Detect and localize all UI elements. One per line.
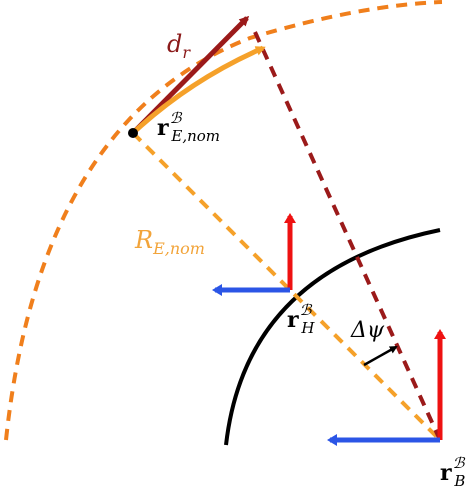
inner-body-arc <box>224 228 441 446</box>
outer-orbit-arc <box>4 0 443 441</box>
r-e-nom-point <box>128 128 138 138</box>
radius-line <box>131 131 442 442</box>
delta-psi-pointer <box>363 345 398 367</box>
R-e-nom-label: RE,nom <box>134 226 205 258</box>
delta-psi-label: Δψ <box>350 318 385 343</box>
dr-label: dr <box>167 30 191 62</box>
orange-tangent-arrow <box>131 45 266 135</box>
